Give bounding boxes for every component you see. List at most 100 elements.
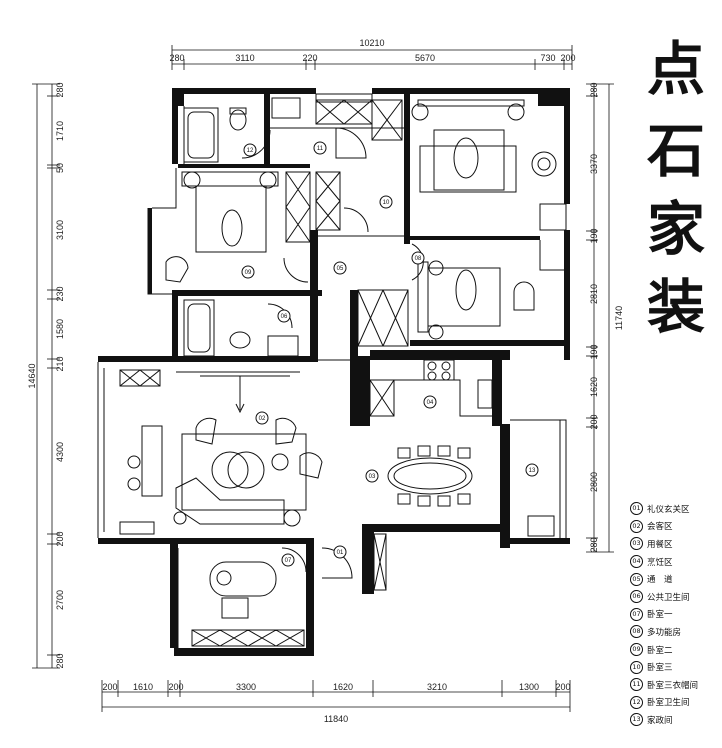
- room-tag: 03: [365, 469, 379, 483]
- dim-left-seg: 200: [55, 531, 65, 546]
- svg-text:07: 07: [285, 558, 292, 564]
- walls: [98, 88, 570, 656]
- legend-item: 06 公共卫生间: [630, 588, 722, 606]
- dimension-top: 10210 280 3110 220 5670 730 200: [169, 38, 576, 70]
- legend-number: 09: [630, 643, 643, 657]
- dim-left-seg: 4300: [55, 442, 65, 462]
- dim-bottom-seg: 1610: [133, 682, 153, 692]
- legend-number: 03: [630, 537, 643, 551]
- room-tags: 01 02 03 04 05 06 07 08 09 10 11 12 13: [241, 141, 539, 567]
- svg-text:05: 05: [337, 266, 344, 272]
- title-char-4: 装: [646, 273, 705, 341]
- dim-right-total: 11740: [614, 306, 624, 330]
- dim-left-seg: 1580: [55, 319, 65, 339]
- legend-item: 03 用餐区: [630, 535, 722, 553]
- dimension-left: 14640 280 1710 50 3100 230 1580 210 4300…: [27, 82, 65, 668]
- dim-left-seg: 280: [55, 82, 65, 97]
- legend-label: 用餐区: [647, 539, 673, 550]
- room-tag: 09: [241, 265, 255, 279]
- legend-number: 06: [630, 590, 643, 604]
- dim-top-seg: 3110: [235, 53, 254, 63]
- title-char-1: 点: [646, 35, 705, 103]
- legend-label: 会客区: [647, 522, 673, 533]
- dim-left-seg: 2700: [55, 590, 65, 610]
- svg-text:06: 06: [281, 314, 288, 320]
- legend-label: 烹饪区: [647, 557, 673, 568]
- svg-text:11: 11: [317, 146, 324, 152]
- dim-right-seg: 190: [589, 344, 599, 359]
- legend-label: 公共卫生间: [647, 592, 690, 603]
- dimension-right: 280 3370 190 2810 190 1620 200 2800 280 …: [586, 82, 624, 553]
- room-tag: 10: [379, 195, 393, 209]
- doors: [241, 127, 424, 579]
- dim-right-seg: 1620: [589, 377, 599, 397]
- legend-number: 07: [630, 607, 643, 621]
- legend-item: 09 卧室二: [630, 641, 722, 659]
- legend-label: 卧室一: [647, 610, 673, 621]
- legend-number: 01: [630, 502, 643, 516]
- legend-number: 02: [630, 519, 643, 533]
- svg-text:09: 09: [245, 270, 252, 276]
- dim-bottom-seg: 200: [102, 682, 117, 692]
- legend-label: 卧室二: [647, 645, 673, 656]
- dimension-bottom: 200 1610 200 3300 1620 3210 1300 200 118…: [101, 680, 571, 724]
- legend-item: 07 卧室一: [630, 606, 722, 624]
- legend-number: 10: [630, 660, 643, 674]
- room-tag: 04: [423, 395, 437, 409]
- title-char-3: 家: [646, 195, 705, 263]
- legend-label: 家政间: [647, 715, 673, 726]
- svg-text:04: 04: [427, 400, 434, 406]
- dim-right-seg: 2810: [589, 284, 599, 304]
- bedroom-one-furniture: [209, 561, 277, 619]
- dim-top-total: 10210: [359, 38, 384, 48]
- dim-bottom-seg: 3210: [427, 682, 447, 692]
- legend-number: 08: [630, 625, 643, 639]
- room-tag: 01: [333, 545, 347, 559]
- kitchen-dining-furniture: [387, 359, 555, 537]
- svg-text:12: 12: [247, 148, 254, 154]
- svg-text:03: 03: [369, 474, 376, 480]
- legend-item: 02 会客区: [630, 518, 722, 536]
- dim-right-seg: 2800: [589, 472, 599, 492]
- legend-item: 12 卧室卫生间: [630, 694, 722, 712]
- legend-item: 05 通 道: [630, 570, 722, 588]
- dim-left-seg: 230: [55, 286, 65, 301]
- dim-bottom-total: 11840: [324, 714, 348, 724]
- dim-right-seg: 3370: [589, 154, 599, 174]
- cabinets: [119, 99, 409, 647]
- dim-bottom-seg: 3300: [236, 682, 256, 692]
- dim-bottom-seg: 200: [555, 682, 570, 692]
- legend-label: 卧室三: [647, 663, 673, 674]
- legend-label: 通 道: [647, 575, 673, 586]
- dim-left-seg: 50: [55, 163, 65, 173]
- dim-bottom-seg: 1300: [519, 682, 539, 692]
- room-tag: 12: [243, 143, 257, 157]
- title-char-2: 石: [646, 117, 705, 185]
- dim-right-seg: 200: [589, 414, 599, 429]
- legend-number: 12: [630, 695, 643, 709]
- dim-left-total: 14640: [27, 363, 37, 388]
- dim-bottom-seg: 1620: [333, 682, 353, 692]
- dim-top-seg: 5670: [415, 53, 435, 63]
- legend-number: 11: [630, 678, 643, 692]
- dim-left-seg: 1710: [55, 121, 65, 141]
- svg-text:02: 02: [259, 416, 266, 422]
- room-tag: 11: [313, 141, 327, 155]
- legend-label: 卧室卫生间: [647, 698, 690, 709]
- dim-left-seg: 210: [55, 356, 65, 371]
- dim-right-seg: 280: [589, 82, 599, 97]
- legend-label: 多功能房: [647, 627, 682, 638]
- legend-item: 08 多功能房: [630, 623, 722, 641]
- dim-top-seg: 200: [560, 53, 575, 63]
- svg-text:08: 08: [415, 256, 422, 262]
- legend-number: 05: [630, 572, 643, 586]
- room-tag: 13: [525, 463, 539, 477]
- beds: [165, 99, 557, 340]
- room-tag: 06: [277, 309, 291, 323]
- dim-bottom-seg: 200: [168, 682, 183, 692]
- svg-text:01: 01: [337, 550, 344, 556]
